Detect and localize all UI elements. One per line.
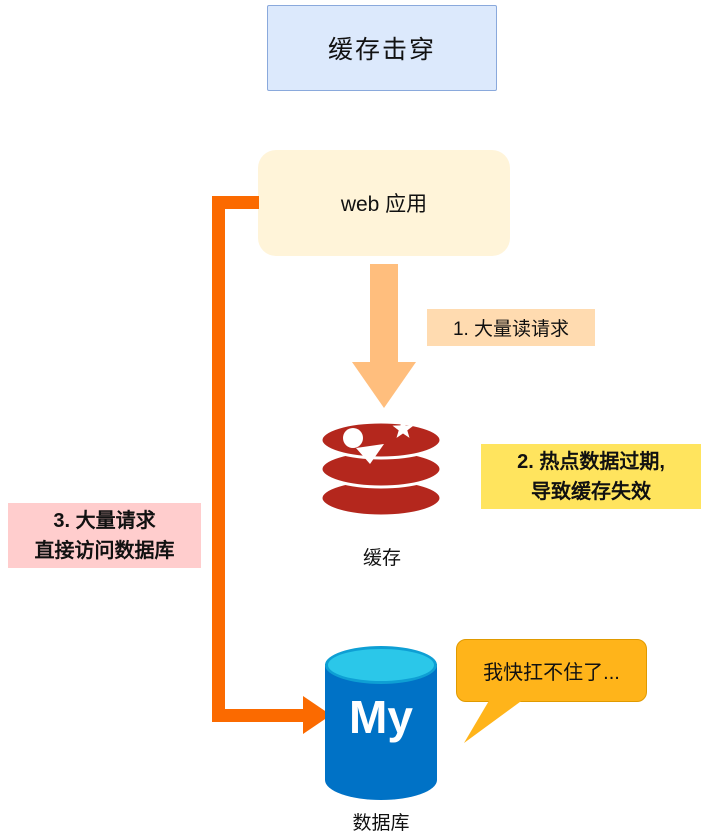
step2-line1: 2. 热点数据过期, <box>517 450 665 473</box>
mysql-cylinder-icon: My <box>325 646 437 800</box>
web-app-label: web 应用 <box>340 193 428 216</box>
mysql-cylinder-body <box>325 664 437 800</box>
read-request-arrow-head <box>352 362 416 408</box>
database-label: 数据库 <box>352 813 410 834</box>
step2-label: 2. 热点数据过期, 导致缓存失效 <box>481 444 701 509</box>
step3-line2: 直接访问数据库 <box>34 539 175 562</box>
step3-line1: 3. 大量请求 <box>53 509 156 532</box>
cache-label: 缓存 <box>362 548 401 569</box>
database-speech-bubble: 我快扛不住了... <box>456 639 647 702</box>
diagram-title: 缓存击穿 <box>327 36 436 64</box>
redis-circle-icon <box>343 428 363 448</box>
web-app-node: web 应用 <box>258 150 510 256</box>
redis-logo-icon <box>319 418 443 518</box>
redis-triangle-icon <box>356 444 384 464</box>
mysql-cylinder-top <box>325 646 437 684</box>
speech-text: 我快扛不住了... <box>483 662 620 684</box>
bypass-arrow-vertical <box>212 196 225 722</box>
bypass-arrow-bottom <box>212 709 305 722</box>
read-request-arrow-shaft <box>370 264 398 364</box>
step1-label: 1. 大量读请求 <box>427 309 595 346</box>
diagram-title-box: 缓存击穿 <box>267 5 497 91</box>
step1-text: 1. 大量读请求 <box>452 319 570 340</box>
redis-star-icon <box>392 418 414 438</box>
step2-line2: 导致缓存失效 <box>531 480 651 503</box>
speech-bubble-tail <box>464 699 524 743</box>
step3-label: 3. 大量请求 直接访问数据库 <box>8 503 201 568</box>
mysql-logo-text: My <box>349 691 413 743</box>
